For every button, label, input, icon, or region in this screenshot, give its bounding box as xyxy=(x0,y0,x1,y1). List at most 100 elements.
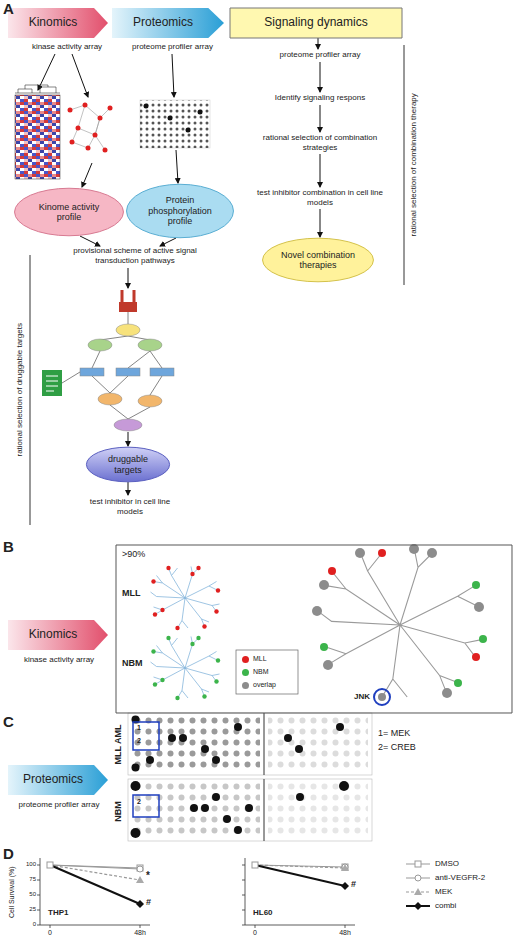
node-text-box: Proteomics xyxy=(8,765,108,795)
tick-label: 48h xyxy=(128,929,152,937)
box-shape xyxy=(230,8,402,38)
node-text-box: Novel combination therapies xyxy=(262,238,374,282)
legend-item: overlap xyxy=(242,680,276,690)
group-label: NBM xyxy=(122,658,152,669)
legend-text: anti-VEGFR-2 xyxy=(435,872,485,883)
legend-item: DMSO xyxy=(405,858,459,869)
oval-shape xyxy=(127,184,234,237)
node-text-box: Kinome activity profile xyxy=(14,188,124,236)
box-shape xyxy=(116,545,512,713)
chevron-arrow: Proteomics xyxy=(112,8,224,38)
chart-title: THP1 xyxy=(48,908,88,918)
legend-item: anti-VEGFR-2 xyxy=(405,872,485,883)
group-label: NBM xyxy=(113,781,124,841)
node-text-box: Proteomics xyxy=(112,8,224,38)
kinase-dots xyxy=(151,566,220,630)
legend-item: MEK xyxy=(405,886,452,897)
data-series xyxy=(47,862,349,908)
process-box: Signaling dynamics xyxy=(230,8,402,38)
legend-text: MEK xyxy=(435,886,452,897)
tick-label: 75 xyxy=(16,876,36,883)
callout-key: 2= CREB xyxy=(378,742,508,753)
node-label: Novel combination therapies xyxy=(274,250,362,271)
kinome-tree xyxy=(151,637,220,699)
node-label: >90% xyxy=(122,549,145,559)
chevron-shape xyxy=(112,8,224,38)
node-label: Kinomics xyxy=(29,628,78,642)
panel-frame: >90% xyxy=(116,545,512,713)
tick-label: 48h xyxy=(333,929,357,937)
tick-label: 100 xyxy=(16,861,36,868)
oval-node: druggable targets xyxy=(86,447,170,482)
sample-marker xyxy=(414,902,422,910)
kinome-tree xyxy=(317,549,483,697)
chevron-arrow: Kinomics xyxy=(8,620,108,650)
node-text-box: >90% xyxy=(116,545,512,713)
group-label: MLL AML xyxy=(113,714,124,774)
kinome-tree xyxy=(151,567,220,629)
step-text: kinase activity array xyxy=(14,655,104,665)
side-note: rational selection of combination therap… xyxy=(409,45,419,285)
axis-title: Cell Survival (%) xyxy=(8,852,16,932)
sample-marker xyxy=(414,888,422,895)
oval-shape xyxy=(86,447,169,482)
legend-sample xyxy=(405,859,431,869)
panel-letter: A xyxy=(3,0,19,18)
oval-node: Novel combination therapies xyxy=(262,238,374,282)
node-text-box: Signaling dynamics xyxy=(230,8,402,38)
tick-label: 0 xyxy=(44,929,56,937)
node-label: druggable targets xyxy=(98,454,158,475)
node-label: Proteomics xyxy=(23,773,83,787)
step-text: proteome profiler array xyxy=(125,42,220,52)
panel-letter: D xyxy=(3,845,19,863)
chevron-shape xyxy=(8,765,108,795)
legend-text: MLL xyxy=(253,654,267,664)
legend-item: combi xyxy=(405,900,456,911)
legend-item: NBM xyxy=(242,667,269,677)
chevron-arrow: Proteomics xyxy=(8,765,108,795)
step-text: kinase activity array xyxy=(22,42,112,52)
legend-sample xyxy=(405,887,431,897)
chart-title: HL60 xyxy=(253,908,293,918)
callout-number: 2 xyxy=(137,737,147,745)
tick-label: 0 xyxy=(249,929,261,937)
significance-mark: * xyxy=(146,870,156,882)
kinase-dots xyxy=(312,544,487,705)
dot-array xyxy=(128,713,372,775)
kinase-label: JNK xyxy=(344,692,370,702)
side-note: rational selection of druggable targets xyxy=(15,255,25,525)
chevron-shape xyxy=(8,620,108,650)
legend-sample xyxy=(405,901,431,911)
network-plot xyxy=(68,103,113,153)
step-text: proteome profiler array xyxy=(250,50,390,60)
legend-swatch xyxy=(242,656,249,663)
oval-shape xyxy=(15,188,124,236)
step-text: provisional scheme of active signal tran… xyxy=(60,246,210,265)
step-text: Identify signaling respons xyxy=(250,93,390,103)
node-label: Kinome activity profile xyxy=(26,202,112,223)
step-text: test inhibitor in cell line models xyxy=(80,497,180,516)
node-label: Kinomics xyxy=(29,16,78,30)
oval-node: Protein phosphorylation profile xyxy=(126,184,234,238)
bracket-line xyxy=(404,45,405,285)
oval-node: Kinome activity profile xyxy=(14,188,124,236)
legend-swatch xyxy=(242,669,249,676)
step-text: test inhibitor combination in cell line … xyxy=(250,188,390,207)
legend-item: MLL xyxy=(242,654,267,664)
kinase-dots xyxy=(151,636,220,700)
heatmap xyxy=(15,85,60,179)
legend-sample xyxy=(405,873,431,883)
node-text-box: druggable targets xyxy=(86,447,170,482)
dot-array xyxy=(128,779,372,841)
oval-shape xyxy=(263,238,374,282)
legend-box xyxy=(236,650,298,694)
callout-number: 1 xyxy=(137,724,147,732)
node-text-box: Protein phosphorylation profile xyxy=(126,184,234,238)
chevron-arrow: Kinomics xyxy=(8,8,108,38)
legend-text: combi xyxy=(435,900,456,911)
legend-text: NBM xyxy=(253,667,269,677)
tick-label: 0 xyxy=(16,921,36,928)
dot-array xyxy=(140,100,210,148)
sample-marker xyxy=(415,875,421,881)
